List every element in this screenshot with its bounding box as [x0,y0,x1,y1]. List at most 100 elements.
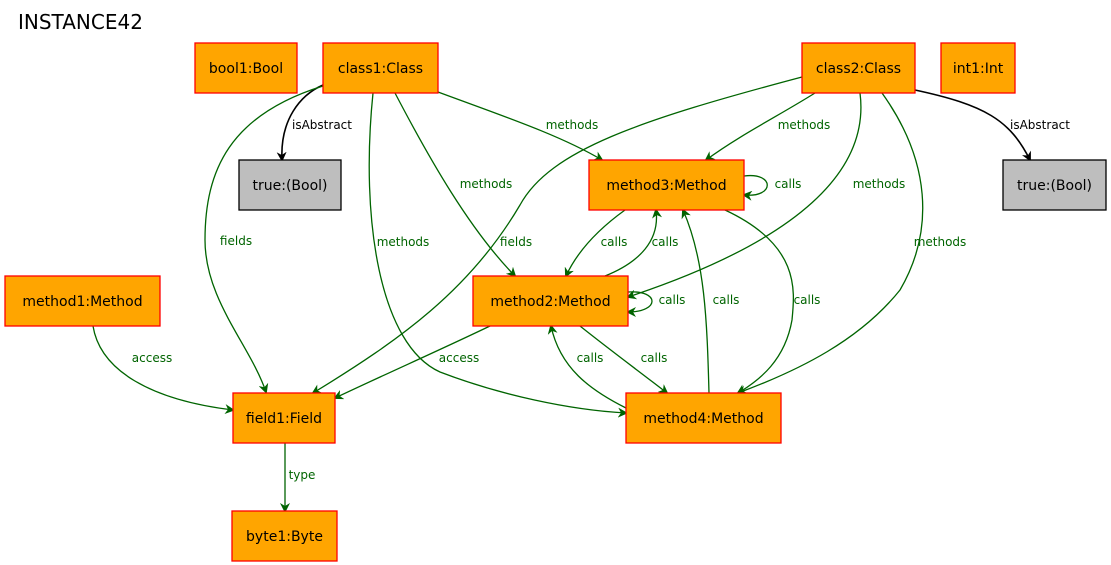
node-label: int1:Int [953,61,1004,77]
node-label: method2:Method [490,294,610,310]
edge-line [724,209,795,395]
node-box [231,510,338,562]
edge-label: calls [713,293,740,307]
edge-line [311,76,803,395]
edge-line [204,85,324,394]
edge-label: methods [914,235,967,249]
node-box [1002,159,1107,211]
node-box [588,159,745,211]
edge-label: fields [500,235,532,249]
edge-line [736,92,924,395]
node-label: class2:Class [816,61,901,77]
edge-line [579,325,669,395]
edge-label: methods [778,118,831,132]
node-class1[interactable]: class1:Class [322,42,439,94]
node-box [472,275,629,327]
node-label: field1:Field [246,411,322,427]
edge-class1-methods-method3: methods [437,91,604,162]
edge-class1-fields-field1: fields [204,85,324,394]
edge-label: isAbstract [1010,118,1070,132]
node-class2[interactable]: class2:Class [801,42,916,94]
node-label: byte1:Byte [246,529,323,545]
node-box [238,159,342,211]
edge-label: methods [853,177,906,191]
edge-label: calls [659,293,686,307]
edge-label: methods [377,235,430,249]
edge-label: isAbstract [292,118,352,132]
node-box [322,42,439,94]
node-method4[interactable]: method4:Method [625,392,782,444]
node-label: method4:Method [643,411,763,427]
edge-method4-calls-method3: calls [681,208,740,394]
edge-label: fields [220,234,252,248]
edge-class1-methods-method4: methods [368,92,628,418]
edge-method2-calls-method3: calls [604,208,679,277]
edge-label: methods [460,177,513,191]
edge-label: calls [652,235,679,249]
nodes-layer: bool1:Bool class1:Class class2:Class int1:I… [4,42,1107,562]
edge-class2-methods-method3: methods [704,92,831,162]
node-field1[interactable]: field1:Field [232,392,336,444]
node-method1[interactable]: method1:Method [4,275,161,327]
edge-label: calls [794,293,821,307]
edge-label: methods [546,118,599,132]
edge-label: access [439,351,479,365]
edge-line [626,291,653,317]
node-label: method1:Method [22,294,142,310]
edge-line [564,209,626,278]
edge-line [742,174,768,201]
edge-line [368,92,628,418]
edge-label: calls [641,351,668,365]
node-box [194,42,298,94]
edge-label: type [289,468,316,482]
edge-field1-type-byte1: type [280,443,316,513]
node-box [625,392,782,444]
edge-method2-calls-method2: calls [626,291,686,317]
edge-label: calls [577,351,604,365]
edge-line [604,208,663,277]
edge-line [547,324,627,409]
edge-class2-fields-field1: fields [311,76,803,395]
edge-label: calls [601,235,628,249]
node-box [4,275,161,327]
diagram-title: INSTANCE42 [18,10,143,34]
edge-class1-methods-method2: methods [394,92,517,278]
edge-label: calls [775,177,802,191]
edge-method3-calls-method3: calls [742,174,802,201]
edge-label: access [132,351,172,365]
node-method3[interactable]: method3:Method [588,159,745,211]
edge-method2-access-field1: access [333,325,491,400]
node-box [940,42,1016,94]
edge-method4-calls-method2: calls [547,324,627,409]
edge-line [626,92,862,300]
edge-class2-isAbstract-true2: isAbstract [914,89,1070,162]
node-label: method3:Method [606,178,726,194]
edge-line [914,89,1031,162]
edges-layer: isAbstract fields methods methods methods isA… [92,76,1070,513]
node-bool1[interactable]: bool1:Bool [194,42,298,94]
node-box [232,392,336,444]
edge-method2-calls-method4: calls [579,325,669,395]
edge-line [681,208,710,394]
edge-line [437,91,604,162]
node-label: true:(Bool) [253,178,328,194]
node-int1[interactable]: int1:Int [940,42,1016,94]
edge-class2-methods-method2: methods [626,92,906,300]
edge-class1-isAbstract-true1: isAbstract [276,84,352,162]
node-method2[interactable]: method2:Method [472,275,629,327]
node-true1[interactable]: true:(Bool) [238,159,342,211]
edge-class2-methods-method4: methods [736,92,967,395]
node-true2[interactable]: true:(Bool) [1002,159,1107,211]
node-label: bool1:Bool [209,61,283,77]
node-byte1[interactable]: byte1:Byte [231,510,338,562]
edge-method3-calls-method4: calls [724,209,821,395]
node-box [801,42,916,94]
node-label: class1:Class [338,61,423,77]
edge-line [394,92,517,278]
edge-line [92,325,235,415]
edge-line [333,325,491,400]
node-label: true:(Bool) [1017,178,1092,194]
edge-method3-calls-method2: calls [564,209,628,278]
